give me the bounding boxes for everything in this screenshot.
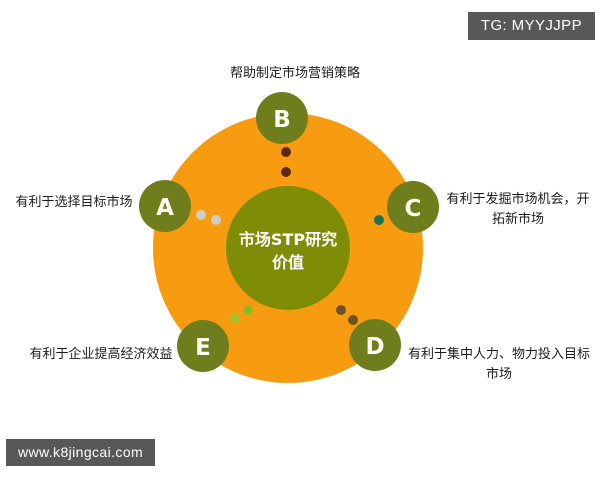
node-a[interactable]: A [139,180,191,232]
node-b-label: 帮助制定市场营销策略 [229,66,360,81]
node-e[interactable]: E [177,320,229,372]
connector-dots-d [336,305,358,325]
bottom-watermark-tag: www.k8jingcai.com [6,439,156,466]
connector-dots-b [281,147,291,177]
connector-dots-a [196,210,221,225]
node-b[interactable]: B [256,92,308,144]
node-b-letter: B [273,107,291,133]
connector-dots-e [230,305,253,323]
node-a-circle[interactable] [139,180,191,232]
node-d-label: 有利于集中人力、物力投入目标市场 [407,347,590,382]
hub-circle [226,186,350,310]
node-a-label: 有利于选择目标市场 [15,195,133,210]
node-e-circle[interactable] [177,320,229,372]
node-c-letter: C [405,196,422,222]
node-e-label: 有利于企业提高经济效益 [29,347,173,362]
node-c[interactable]: C [387,181,439,233]
node-d-letter: D [365,334,384,360]
node-c-label: 有利于发掘市场机会，开拓新市场 [446,192,590,227]
node-b-circle[interactable] [256,92,308,144]
node-c-circle[interactable] [387,181,439,233]
hub-label-line2: 价值 [272,253,304,272]
node-d-circle[interactable] [349,319,401,371]
node-e-letter: E [195,335,211,361]
top-watermark-tag: TG: MYYJJPP [467,12,595,40]
node-d[interactable]: D [349,319,401,371]
hub-label-line1: 市场STP研究 [239,230,337,249]
node-a-letter: A [156,195,174,221]
